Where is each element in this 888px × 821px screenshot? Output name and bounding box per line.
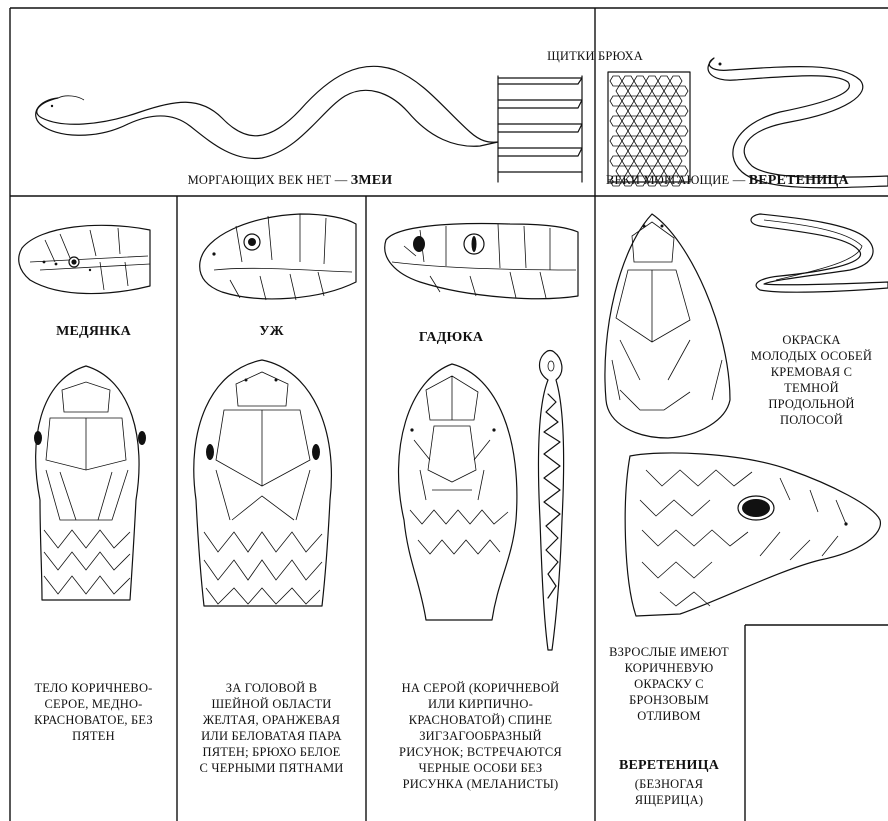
snakes-caption: МОРГАЮЩИХ ВЕК НЕТ — ЗМЕИ bbox=[130, 172, 450, 189]
slowworm-caption-prefix: ВЕКИ МОРГАЮЩИЕ — bbox=[606, 173, 745, 187]
species-name-grass-snake: УЖ bbox=[177, 324, 366, 340]
snakes-caption-prefix: МОРГАЮЩИХ ВЕК НЕТ — bbox=[188, 173, 348, 187]
slowworm-silhouette bbox=[708, 58, 888, 188]
slowworm-caption-bold: ВЕРЕТЕНИЦА bbox=[749, 173, 849, 188]
slowworm-subtitle: (БЕЗНОГАЯ ЯЩЕРИЦА) bbox=[596, 776, 742, 808]
smooth-snake-description: ТЕЛО КОРИЧНЕВО- СЕРОЕ, МЕДНО- КРАСНОВАТО… bbox=[10, 680, 177, 744]
species-name-smooth-snake: МЕДЯНКА bbox=[10, 324, 177, 340]
snakes-caption-bold: ЗМЕИ bbox=[351, 173, 393, 188]
viper-zigzag-body bbox=[538, 351, 563, 651]
slowworm-scale-pattern bbox=[608, 72, 690, 186]
slowworm-caption: ВЕКИ МОРГАЮЩИЕ — ВЕРЕТЕНИЦА bbox=[606, 172, 888, 189]
viper-head-side bbox=[385, 224, 578, 299]
smooth-snake-head-side bbox=[19, 225, 150, 293]
slowworm-head-top bbox=[605, 214, 730, 438]
grass-snake-head-top bbox=[194, 360, 332, 606]
belly-scutes-drawing bbox=[498, 76, 582, 182]
slowworm-adult-description: ВЗРОСЛЫЕ ИМЕЮТ КОРИЧНЕВУЮ ОКРАСКУ С БРОН… bbox=[596, 644, 742, 724]
viper-description: НА СЕРОЙ (КОРИЧНЕВОЙ ИЛИ КИРПИЧНО- КРАСН… bbox=[366, 680, 595, 792]
viper-head-top bbox=[399, 364, 517, 620]
slowworm-name: ВЕРЕТЕНИЦА bbox=[596, 758, 742, 774]
slowworm-juvenile-body bbox=[751, 214, 888, 292]
species-name-viper: ГАДЮКА bbox=[366, 330, 596, 346]
belly-scales-label: ЩИТКИ БРЮХА bbox=[510, 48, 680, 64]
slowworm-juvenile-description: ОКРАСКА МОЛОДЫХ ОСОБЕЙ КРЕМОВАЯ С ТЕМНОЙ… bbox=[735, 332, 888, 428]
slowworm-head-side bbox=[625, 453, 880, 616]
grass-snake-description: ЗА ГОЛОВОЙ В ШЕЙНОЙ ОБЛАСТИ ЖЕЛТАЯ, ОРАН… bbox=[177, 680, 366, 776]
grass-snake-head-side bbox=[200, 214, 356, 300]
smooth-snake-head-top bbox=[34, 366, 146, 600]
snake-silhouette bbox=[36, 66, 498, 158]
